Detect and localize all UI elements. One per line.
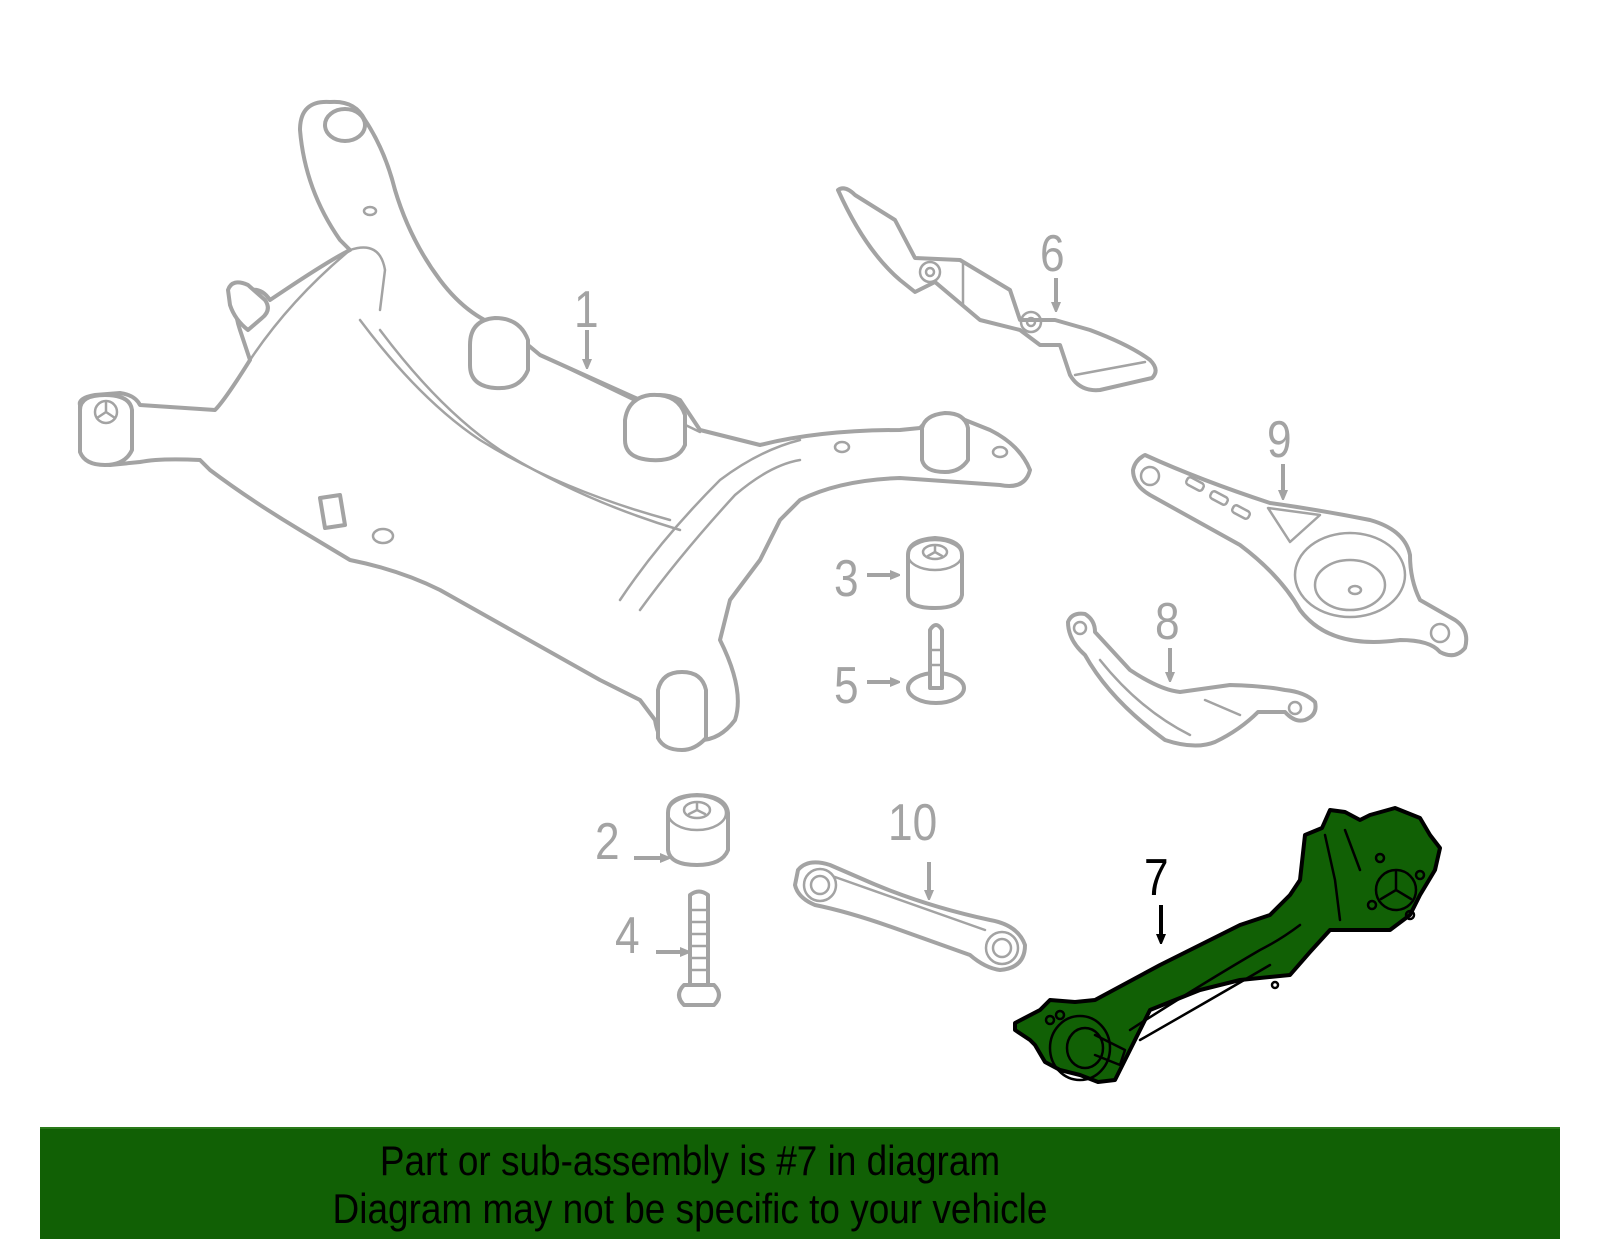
banner-line-disclaimer: Diagram may not be specific to your vehi… — [332, 1185, 1048, 1232]
callout-4-label: 4 — [615, 907, 640, 965]
part-5-stud[interactable] — [906, 623, 966, 705]
banner-line-part-number: Part or sub-assembly is #7 in diagram — [379, 1137, 1001, 1184]
part-4-bolt[interactable] — [677, 889, 721, 1007]
callout-1-label: 1 — [574, 281, 599, 339]
part-1-subframe[interactable] — [77, 99, 1032, 752]
parts-diagram — [77, 99, 1469, 1084]
callout-5-label: 5 — [834, 657, 859, 715]
callout-3-label: 3 — [834, 550, 859, 608]
part-7-trailing-arm[interactable] — [1013, 806, 1442, 1084]
part-10-toe-link[interactable] — [793, 860, 1027, 972]
part-6-bracket[interactable] — [836, 186, 1158, 393]
info-banner: Part or sub-assembly is #7 in diagram Di… — [40, 1127, 1560, 1239]
callout-6-label: 6 — [1040, 225, 1065, 283]
part-8-upper-control-arm[interactable] — [1066, 611, 1318, 748]
part-2-bushing[interactable] — [666, 793, 730, 867]
callout-2-label: 2 — [595, 813, 620, 871]
part-3-bushing[interactable] — [906, 536, 964, 610]
callout-7-label: 7 — [1144, 849, 1169, 907]
callout-8-label: 8 — [1155, 593, 1180, 651]
callout-10-label: 10 — [888, 794, 938, 852]
part-9-lower-control-arm[interactable] — [1131, 453, 1469, 658]
callout-9-label: 9 — [1267, 411, 1292, 469]
